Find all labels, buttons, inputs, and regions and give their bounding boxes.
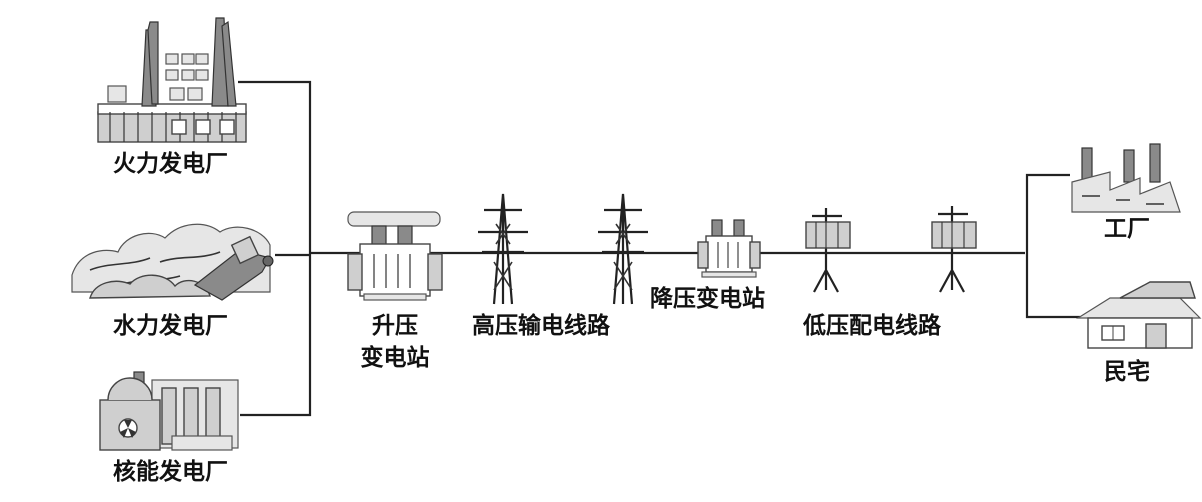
lv-line-label: 低压配电线路 <box>803 313 941 339</box>
hv-line-label: 高压输电线路 <box>472 313 610 339</box>
step-up-substation-label: 升压 变电站 <box>340 312 450 372</box>
hv-pylon-icon-1 <box>478 193 528 305</box>
lv-pole-icon-2 <box>931 206 977 293</box>
step-up-transformer-icon <box>347 211 443 301</box>
thermal-plant-icon <box>97 17 247 143</box>
thermal-plant-label: 火力发电厂 <box>113 151 228 177</box>
lv-pole-icon-1 <box>805 208 851 293</box>
distribution-split-line <box>1025 173 1080 319</box>
step-down-substation-label: 降压变电站 <box>650 286 765 312</box>
residence-label: 民宅 <box>1104 359 1150 385</box>
residence-icon <box>1075 281 1202 349</box>
step-up-label-line2: 变电站 <box>360 345 430 371</box>
step-up-label-line1: 升压 <box>372 313 418 339</box>
thermal-feed-line <box>238 80 312 417</box>
factory-label: 工厂 <box>1104 216 1150 242</box>
hydro-plant-icon <box>71 223 274 301</box>
hv-pylon-icon-2 <box>598 193 648 305</box>
nuclear-plant-label: 核能发电厂 <box>113 459 228 485</box>
nuclear-plant-icon <box>99 371 239 451</box>
factory-icon <box>1071 143 1181 213</box>
hydro-plant-label: 水力发电厂 <box>113 313 228 339</box>
step-down-transformer-icon <box>697 219 761 278</box>
